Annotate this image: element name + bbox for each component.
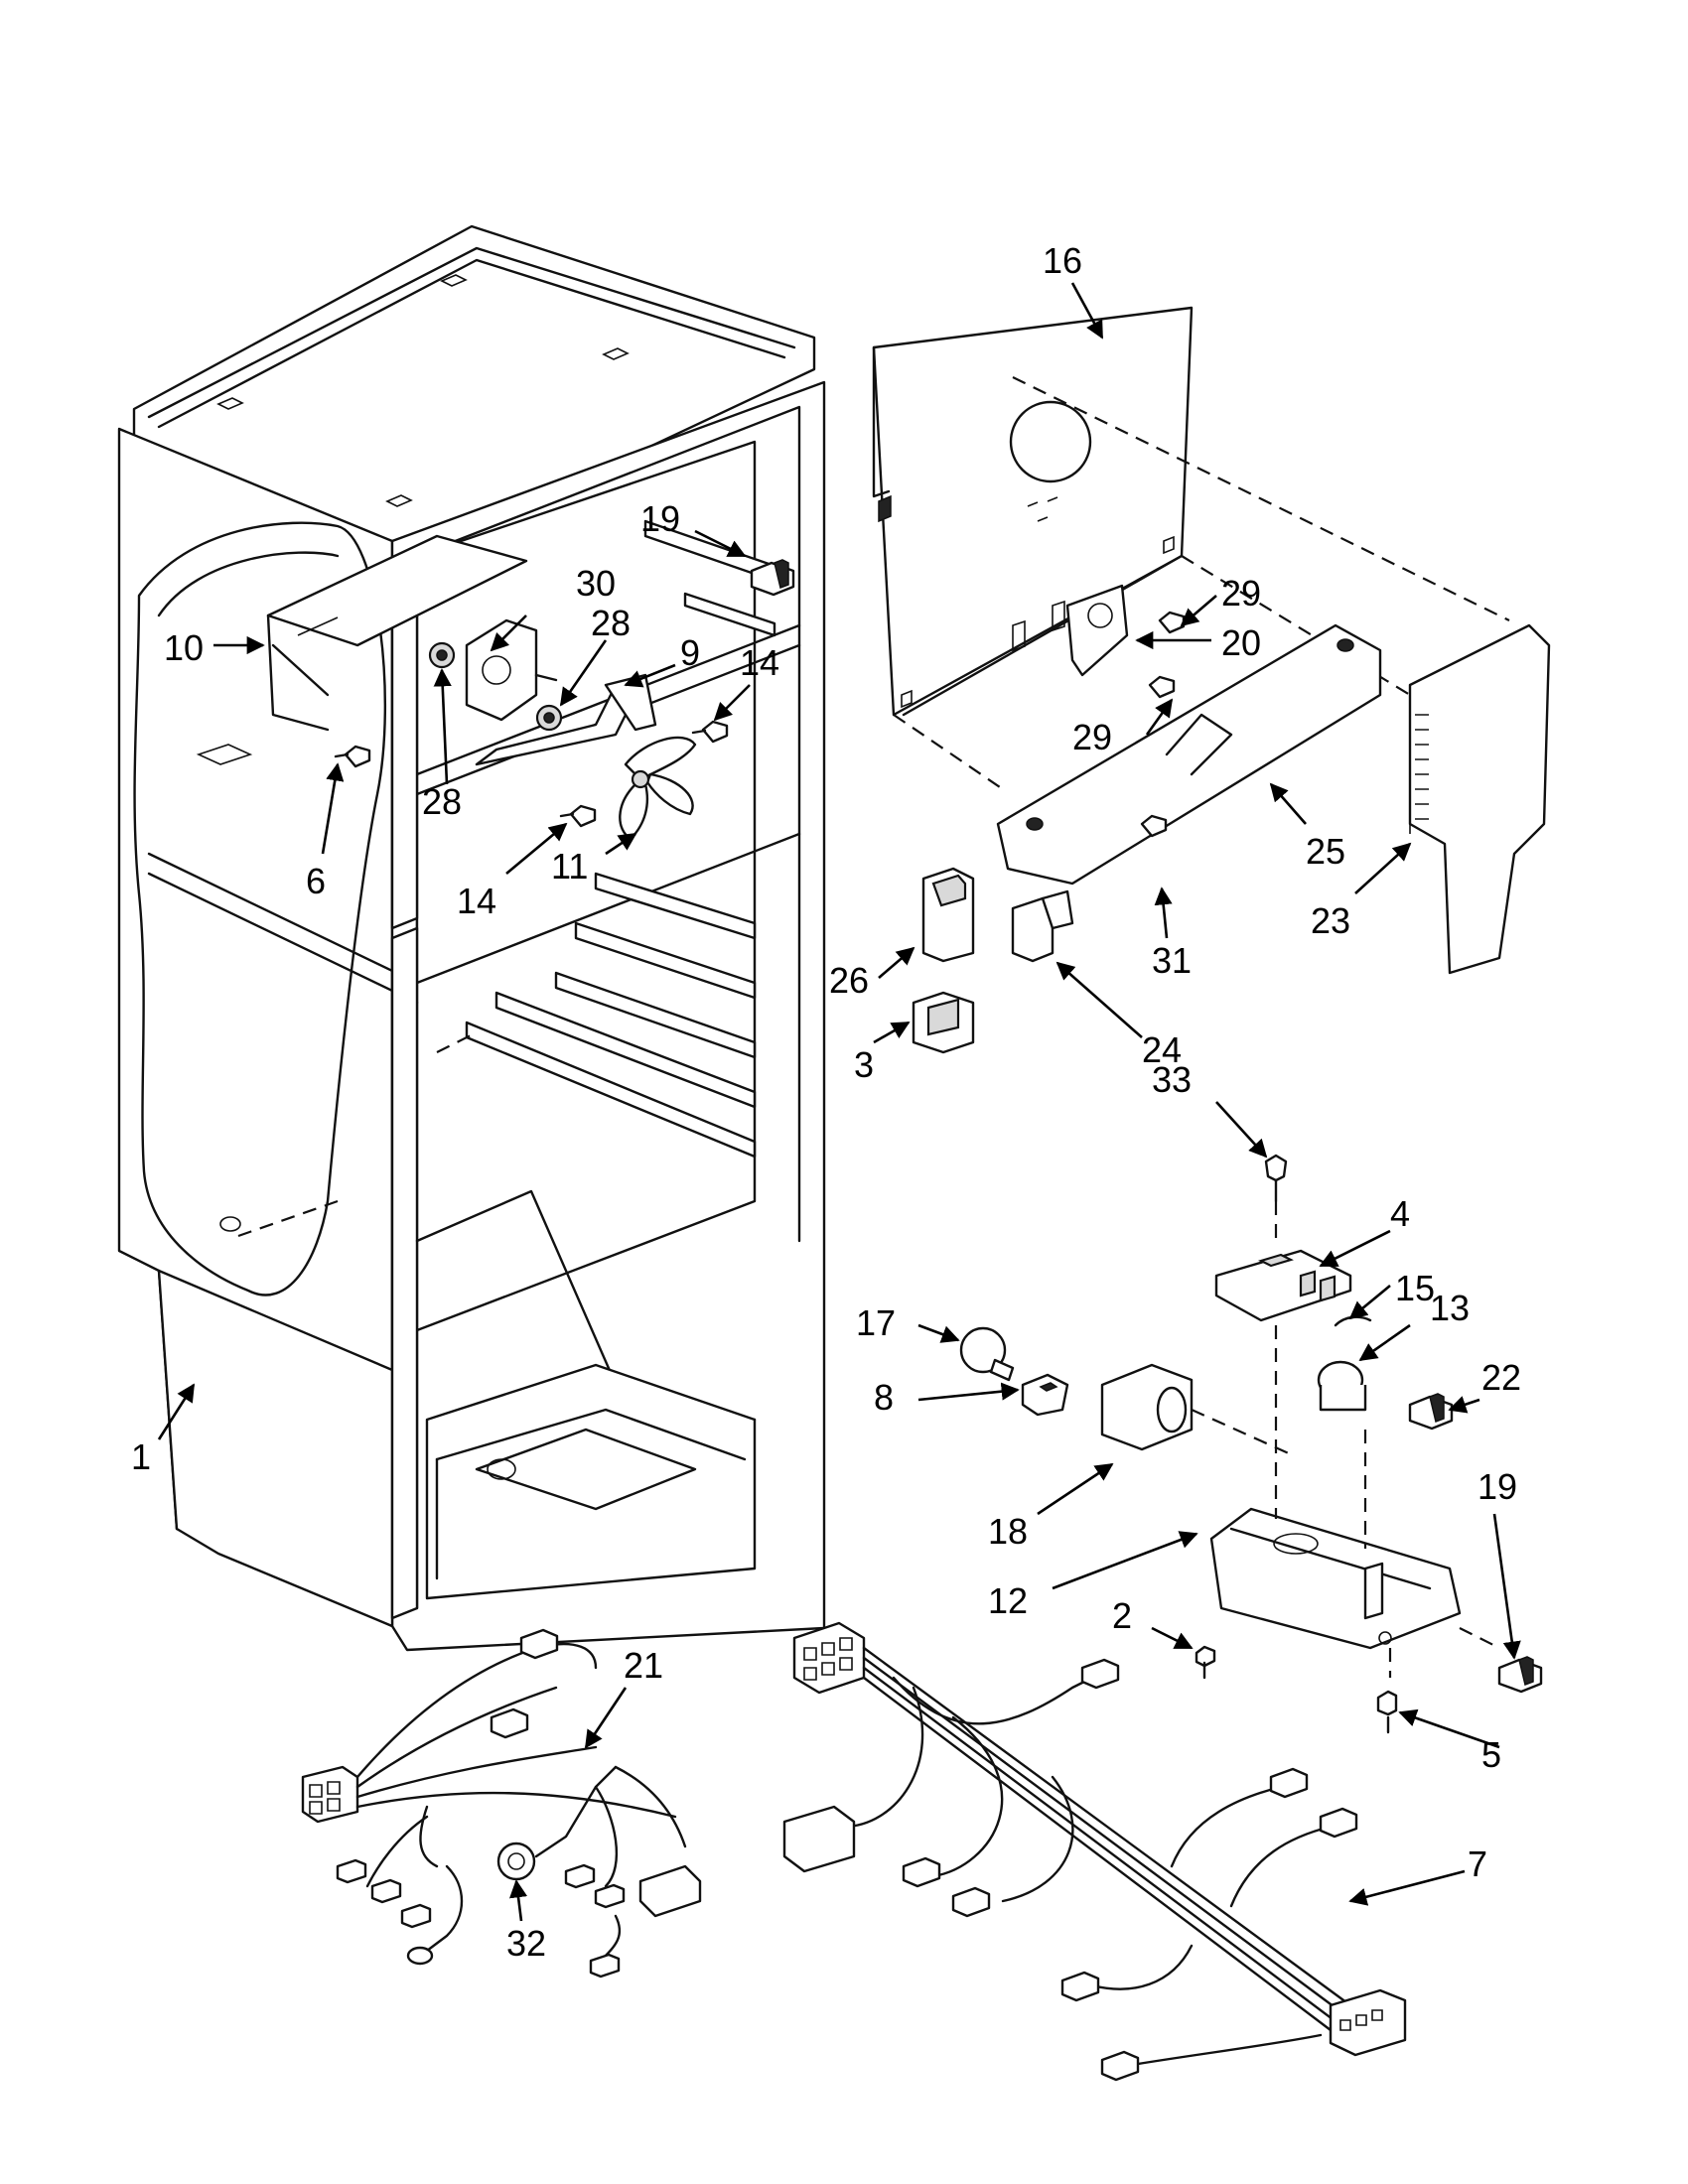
callout-7: 7 <box>1468 1843 1487 1884</box>
callout-4: 4 <box>1390 1193 1410 1234</box>
callout-29-lower: 29 <box>1072 717 1112 757</box>
callout-10: 10 <box>164 627 204 668</box>
callout-16: 16 <box>1043 240 1082 281</box>
air-duct <box>996 623 1382 886</box>
callout-26: 26 <box>829 960 869 1001</box>
callout-1: 1 <box>131 1436 151 1477</box>
callout-5: 5 <box>1481 1734 1501 1775</box>
callout-29-upper: 29 <box>1221 573 1261 614</box>
callout-13: 13 <box>1430 1288 1470 1328</box>
control-assembly <box>959 1154 1543 1734</box>
callout-3: 3 <box>854 1044 874 1085</box>
side-duct <box>1408 623 1551 975</box>
callout-19-upper: 19 <box>640 498 680 539</box>
callout-12: 12 <box>988 1580 1028 1621</box>
small-parts <box>912 867 1074 1054</box>
callout-20: 20 <box>1221 622 1261 663</box>
callout-18: 18 <box>988 1511 1028 1552</box>
callout-leaders <box>157 282 1521 1922</box>
callout-21: 21 <box>624 1645 663 1686</box>
callout-8: 8 <box>874 1377 894 1418</box>
callout-19-lower: 19 <box>1477 1466 1517 1507</box>
callout-33: 33 <box>1152 1059 1192 1100</box>
callout-6: 6 <box>306 861 326 901</box>
callout-15: 15 <box>1395 1268 1435 1308</box>
callout-11: 11 <box>551 846 588 887</box>
callout-labels: 16 19 10 6 30 28 28 9 14 14 11 29 20 29 … <box>131 240 1521 1964</box>
callout-14-upper: 14 <box>740 642 779 683</box>
wire-harness-7 <box>782 1621 1407 2082</box>
callout-30: 30 <box>576 563 616 604</box>
callout-24: 24 <box>1142 1029 1182 1070</box>
evaporator-fan-assembly <box>266 534 795 841</box>
callout-23: 23 <box>1311 900 1350 941</box>
callout-9: 9 <box>680 632 700 673</box>
callout-17: 17 <box>856 1302 896 1343</box>
callout-2: 2 <box>1112 1595 1132 1636</box>
callout-28-upper: 28 <box>591 603 631 643</box>
refrigerator-liner <box>117 224 826 1652</box>
rear-panel <box>872 306 1510 790</box>
callout-32: 32 <box>506 1923 546 1964</box>
callout-22: 22 <box>1481 1357 1521 1398</box>
wire-harness-21 <box>301 1628 702 1979</box>
callout-31: 31 <box>1152 940 1192 981</box>
callout-28-lower: 28 <box>422 781 462 822</box>
callout-14-lower: 14 <box>457 881 496 921</box>
callout-25: 25 <box>1306 831 1345 872</box>
